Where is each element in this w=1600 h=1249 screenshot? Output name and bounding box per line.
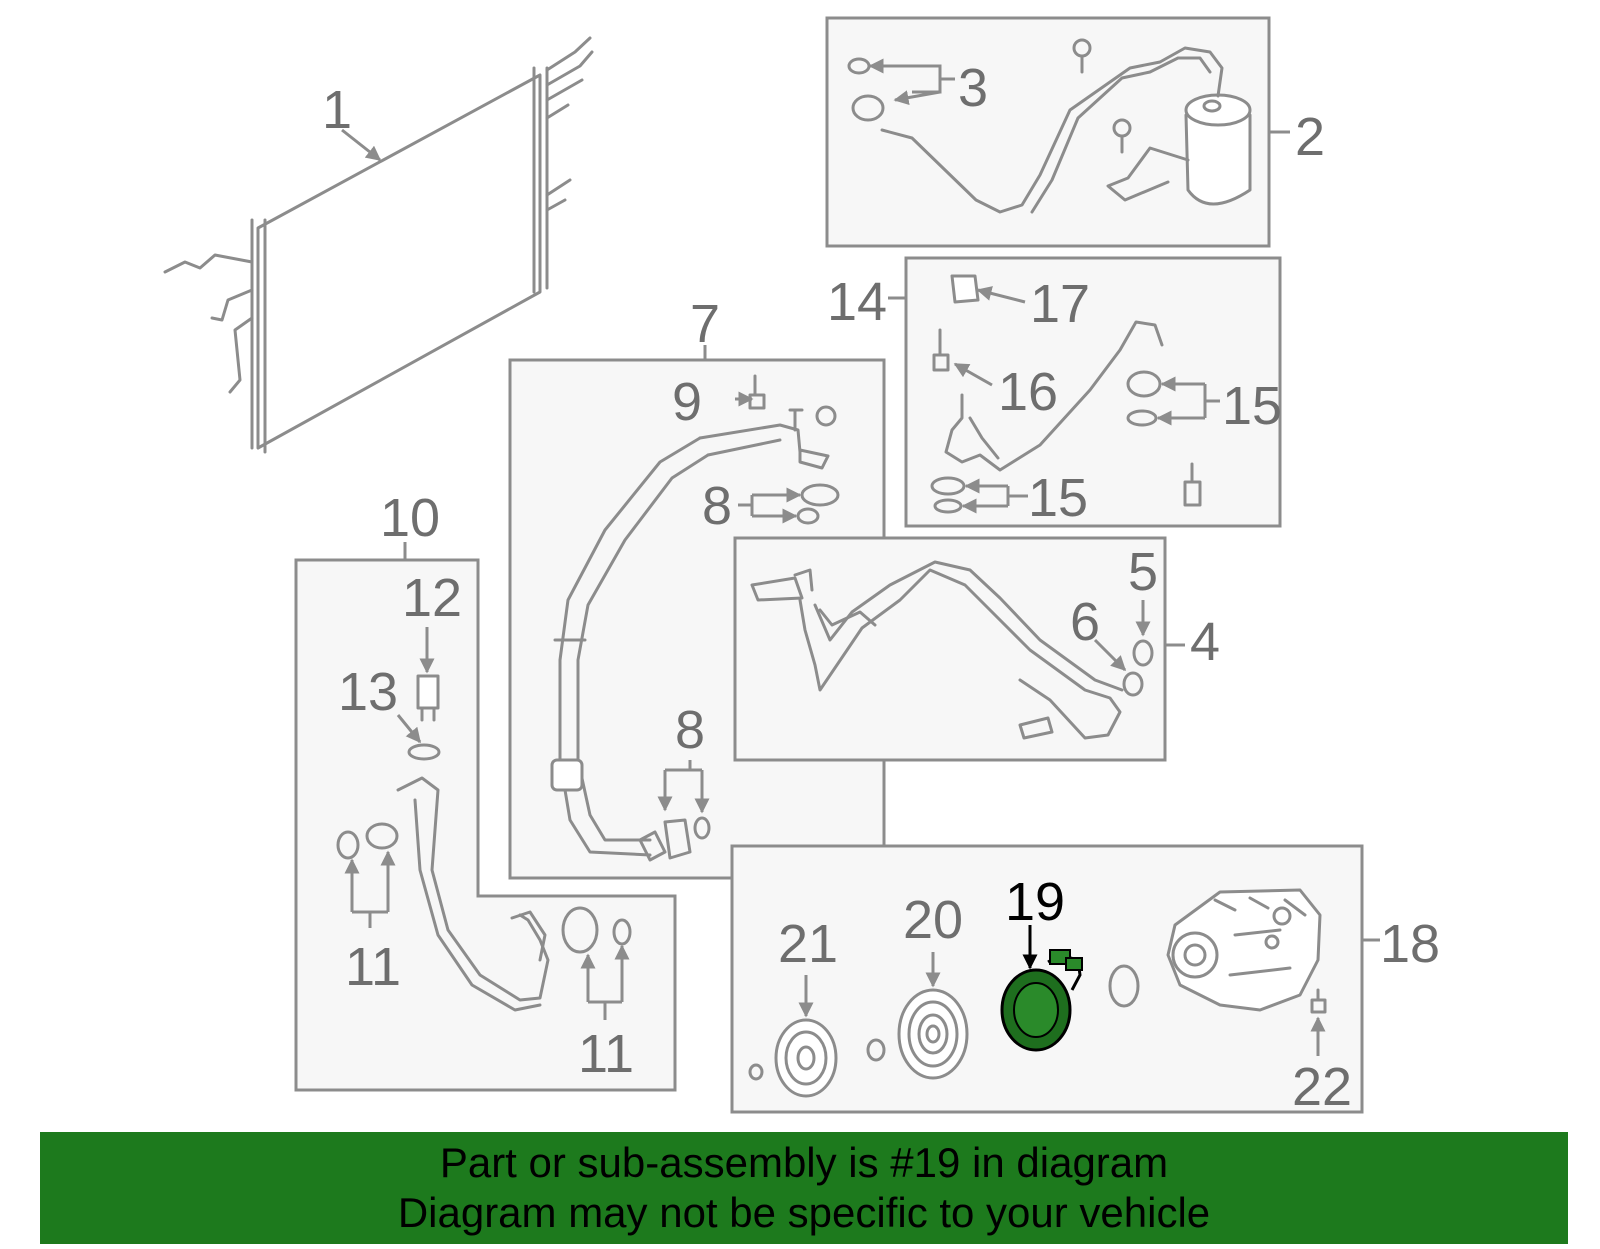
callout-8a: 8	[702, 476, 732, 536]
info-banner: Part or sub-assembly is #19 in diagram D…	[40, 1132, 1568, 1244]
suction-hose-part-7	[550, 374, 840, 862]
receiver-drier-part-2	[847, 38, 1252, 214]
clutch-coil-part-19-highlighted	[1000, 949, 1083, 1052]
group-box-4	[733, 536, 1167, 762]
callout-3: 3	[958, 58, 988, 118]
group-box-10	[294, 558, 677, 1092]
condenser-part-1	[163, 36, 594, 454]
banner-line-2: Diagram may not be specific to your vehi…	[397, 1189, 1211, 1236]
pulley-part-20	[897, 988, 969, 1080]
liquid-line-part-14	[930, 274, 1202, 514]
callout-21: 21	[778, 914, 838, 974]
banner-line-1: Part or sub-assembly is #19 in diagram	[439, 1139, 1169, 1186]
callout-12: 12	[402, 568, 462, 628]
callout-11a: 11	[345, 937, 401, 997]
callout-4: 4	[1190, 612, 1220, 672]
callout-19: 19	[1005, 872, 1065, 932]
callout-10: 10	[380, 488, 440, 548]
hose-assembly-part-10	[336, 674, 632, 1012]
callout-17: 17	[1030, 274, 1090, 334]
callout-15b: 15	[1028, 468, 1088, 528]
callout-5: 5	[1128, 542, 1158, 602]
callout-16: 16	[998, 362, 1058, 422]
callout-7: 7	[690, 294, 720, 354]
callout-22: 22	[1292, 1057, 1352, 1117]
callout-1: 1	[322, 80, 352, 140]
callout-18: 18	[1380, 914, 1440, 974]
callout-9: 9	[672, 372, 702, 432]
callout-8b: 8	[675, 700, 705, 760]
callout-6: 6	[1070, 592, 1100, 652]
callout-2: 2	[1295, 107, 1325, 167]
callout-20: 20	[903, 890, 963, 950]
callout-14: 14	[827, 272, 887, 332]
compressor-body-part-18	[1108, 888, 1327, 1014]
callout-15a: 15	[1222, 376, 1282, 436]
discharge-line-part-4	[750, 560, 1154, 740]
clutch-hub-part-21	[748, 1018, 886, 1098]
callout-13: 13	[338, 662, 398, 722]
callout-11b: 11	[578, 1024, 634, 1084]
